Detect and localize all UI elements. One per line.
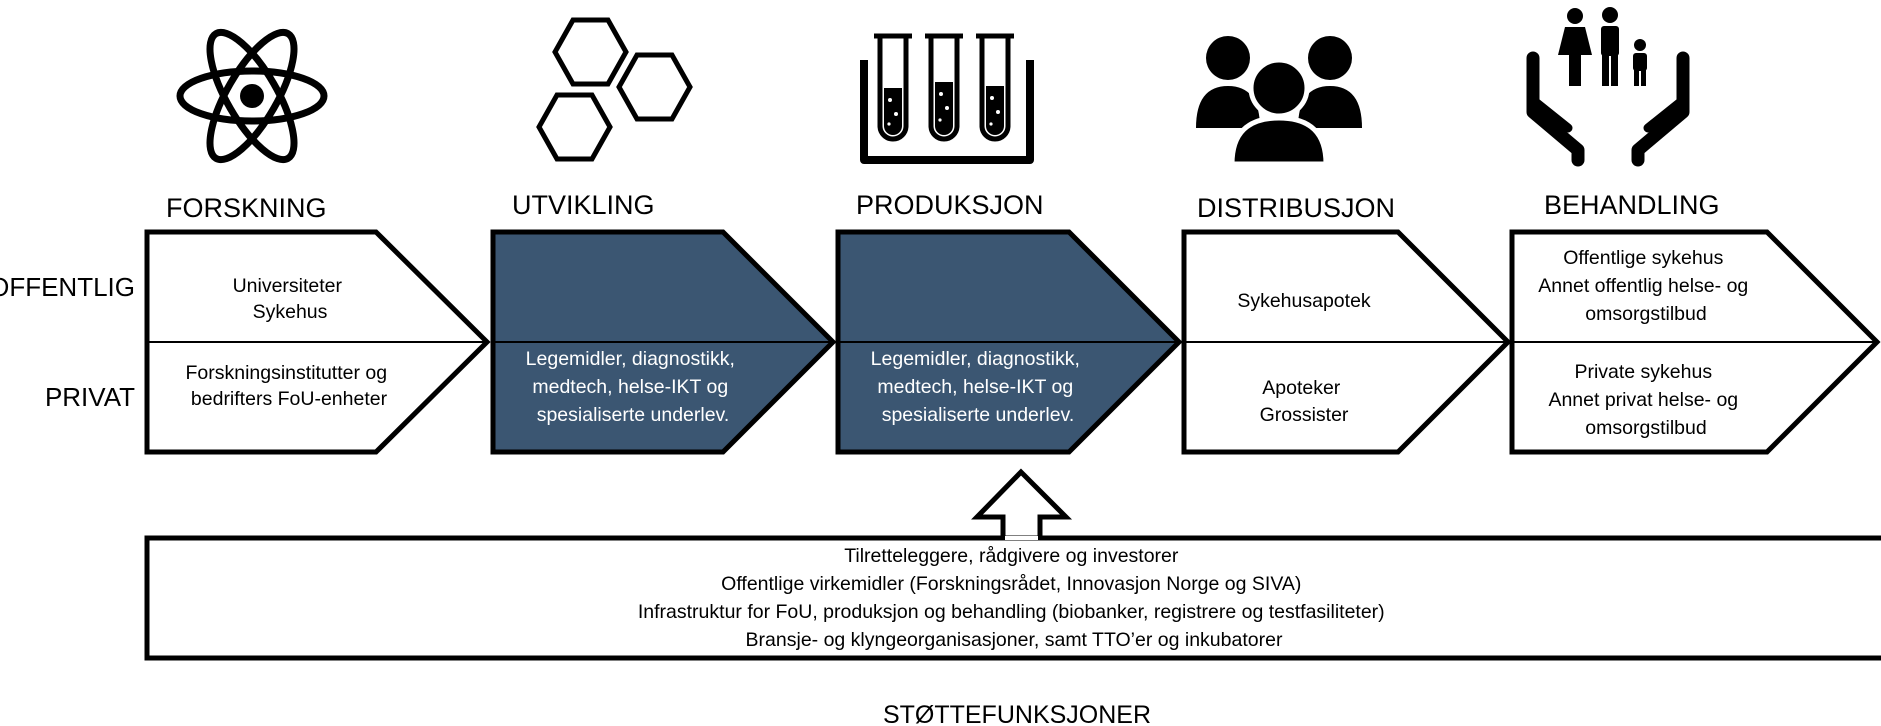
stage-title-produksjon: PRODUKSJON (856, 190, 1044, 220)
hexagons-icon (536, 17, 693, 162)
forskning-public-line-2: Sykehus (253, 301, 328, 323)
stage-title-utvikling: UTVIKLING (512, 190, 655, 220)
support-text: Tilretteleggere, rådgivere og investorer… (638, 545, 1390, 651)
produksjon-line-2: medtech, helse-IKT og (877, 376, 1073, 398)
atom-icon (176, 28, 328, 164)
up-arrow (971, 468, 1073, 541)
stage-title-distribusjon: DISTRIBUSJON (1197, 193, 1395, 223)
utvikling-line-3: spesialiserte underlev. (537, 404, 730, 426)
people-group-icon (1196, 36, 1362, 167)
distribusjon-public-line-1: Sykehusapotek (1237, 290, 1371, 312)
forskning-private-line-1: Forskningsinstitutter og (185, 362, 387, 384)
row-label-offentlig: OFFENTLIG (0, 272, 135, 302)
support-title: STØTTEFUNKSJONER (883, 701, 1151, 726)
behandling-private-line-2: Annet privat helse- og (1548, 389, 1738, 411)
forskning-private-line-2: bedrifters FoU-enheter (191, 388, 388, 410)
support-box (144, 535, 1881, 661)
produksjon-line-1: Legemidler, diagnostikk, (871, 348, 1080, 370)
utvikling-line-1: Legemidler, diagnostikk, (526, 348, 735, 370)
distribusjon-private-line-2: Grossister (1260, 404, 1349, 426)
behandling-public-line-3: omsorgstilbud (1585, 303, 1706, 325)
family-in-hands-icon (1526, 7, 1690, 167)
test-tubes-icon (860, 33, 1034, 164)
support-line-1: Tilretteleggere, rådgivere og investorer (844, 545, 1179, 567)
stage-title-forskning: FORSKNING (166, 193, 327, 223)
produksjon-line-3: spesialiserte underlev. (882, 404, 1075, 426)
row-label-privat: PRIVAT (45, 382, 135, 412)
distribusjon-public-text: Sykehusapotek (1237, 290, 1371, 312)
distribusjon-private-line-1: Apoteker (1262, 377, 1341, 399)
behandling-private-text: Private sykehus Annet privat helse- og o… (1548, 361, 1743, 439)
stage-title-behandling: BEHANDLING (1544, 190, 1720, 220)
behandling-private-line-3: omsorgstilbud (1585, 417, 1706, 439)
utvikling-line-2: medtech, helse-IKT og (532, 376, 728, 398)
behandling-public-text: Offentlige sykehus Annet offentlig helse… (1538, 247, 1753, 325)
utvikling-text: Legemidler, diagnostikk, medtech, helse-… (526, 348, 741, 426)
forskning-private-text: Forskningsinstitutter og bedrifters FoU-… (185, 362, 392, 410)
support-line-2: Offentlige virkemidler (Forskningsrådet,… (721, 573, 1301, 595)
support-line-3: Infrastruktur for FoU, produksjon og beh… (638, 601, 1385, 623)
distribusjon-private-text: Apoteker Grossister (1260, 377, 1349, 426)
behandling-public-line-1: Offentlige sykehus (1563, 247, 1723, 269)
forskning-public-line-1: Universiteter (233, 275, 343, 297)
forskning-public-text: Universiteter Sykehus (233, 275, 348, 323)
produksjon-text: Legemidler, diagnostikk, medtech, helse-… (871, 348, 1086, 426)
behandling-private-line-1: Private sykehus (1574, 361, 1712, 383)
behandling-public-line-2: Annet offentlig helse- og (1538, 275, 1748, 297)
support-line-4: Bransje- og klyngeorganisasjoner, samt T… (746, 629, 1283, 651)
